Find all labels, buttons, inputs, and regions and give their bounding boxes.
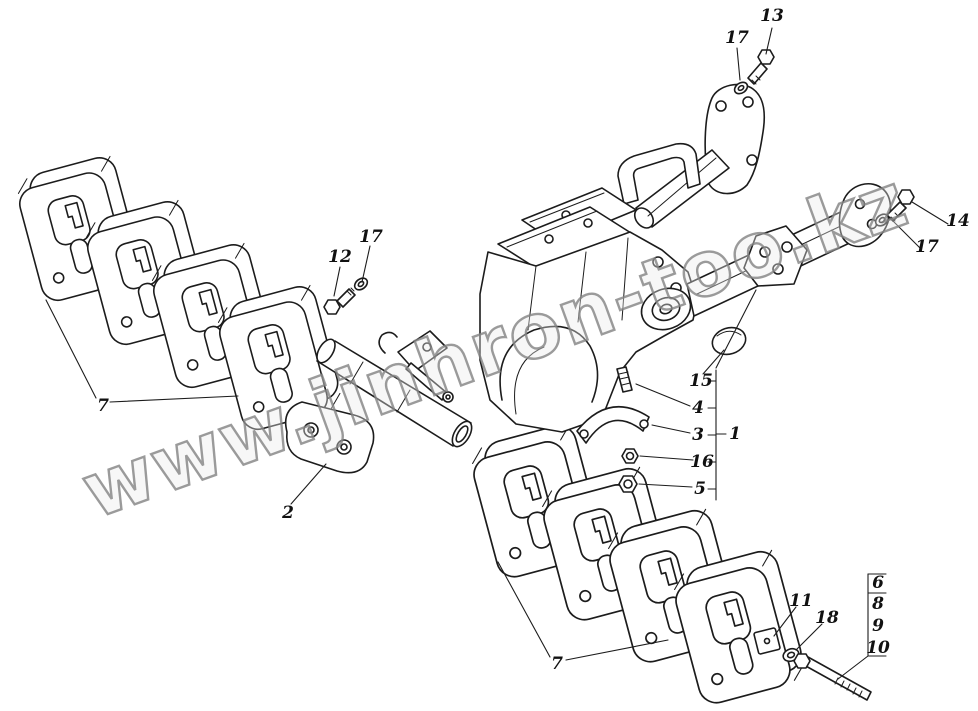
bolt-13	[747, 49, 775, 85]
saddle-clamp	[617, 142, 701, 205]
hub-ring	[640, 287, 692, 331]
support-bracket-casting	[479, 231, 698, 433]
axle-beam-assembly	[479, 49, 915, 433]
nut-16	[621, 448, 639, 464]
callout-4: 4	[692, 398, 704, 418]
callout-13: 13	[760, 6, 784, 26]
callout-6: 6	[872, 573, 884, 593]
cap-disc-15	[711, 326, 747, 356]
nut-5	[618, 475, 638, 493]
group-bracket-1	[707, 289, 757, 501]
callout-15: 15	[689, 371, 713, 391]
hitch-assembly-2	[284, 330, 473, 474]
callout-17-right: 17	[915, 237, 939, 257]
callout-7-bottom: 7	[551, 654, 563, 674]
callout-17-middle: 17	[359, 227, 383, 247]
leader-lines	[45, 27, 949, 661]
washer-17-top	[733, 81, 749, 95]
callout-12: 12	[328, 247, 352, 267]
washer-17-middle	[353, 277, 369, 291]
callout-2: 2	[282, 503, 294, 523]
end-flange-right	[838, 182, 892, 248]
callout-3: 3	[692, 425, 704, 445]
upper-tube	[633, 149, 730, 229]
counterweight-stack-bottom	[465, 420, 810, 708]
callout-11: 11	[789, 591, 813, 611]
callout-9: 9	[872, 616, 884, 636]
callout-18: 18	[815, 608, 839, 628]
stud-4	[616, 366, 633, 393]
washer-17-right	[874, 213, 890, 227]
clamp-strap-3	[576, 405, 650, 444]
hitch-plate	[284, 401, 375, 474]
shim-plate-11	[753, 627, 781, 655]
callout-16: 16	[690, 452, 714, 472]
group-bracket-right	[837, 573, 887, 680]
callout-14: 14	[946, 211, 970, 231]
callout-17-top: 17	[725, 28, 749, 48]
callout-7-left: 7	[97, 396, 109, 416]
callout-1: 1	[729, 424, 741, 444]
bolt-12	[323, 287, 356, 315]
callout-8: 8	[872, 594, 884, 614]
bolt-long	[793, 653, 872, 701]
hitch-barrel	[316, 338, 473, 448]
latch-lever	[378, 330, 454, 403]
callout-10: 10	[866, 638, 890, 658]
gusset-plate	[743, 225, 808, 287]
callout-5: 5	[694, 479, 706, 499]
counterweight-stack-left	[12, 153, 346, 434]
